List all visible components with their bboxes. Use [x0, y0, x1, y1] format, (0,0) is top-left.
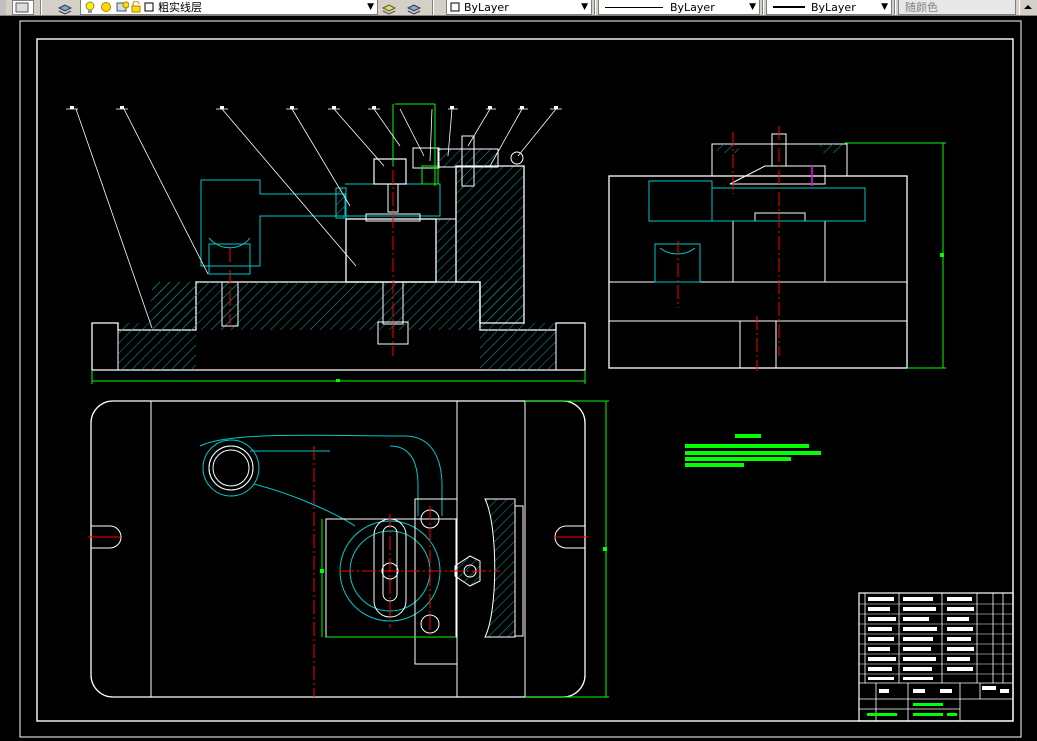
lineweight-sample	[773, 6, 805, 8]
slot-left	[91, 525, 122, 549]
sheet-inner-border	[36, 38, 1014, 722]
top-v-block-hatch	[484, 498, 516, 638]
top-screw-body	[421, 165, 439, 185]
part-leaders	[66, 108, 562, 329]
toolbar-grip[interactable]	[0, 0, 6, 15]
clamp-bar	[437, 148, 499, 168]
vertical-screw	[461, 135, 475, 187]
clamp-washer	[365, 213, 421, 222]
locator-block-hatch	[435, 218, 457, 283]
chevron-down-icon[interactable]: ▼	[581, 2, 588, 12]
viewport-freeze-icon[interactable]	[116, 1, 130, 13]
color-swatch-icon	[450, 1, 463, 13]
notes-line-1	[685, 444, 809, 448]
top-workpiece-rod	[199, 434, 443, 527]
side-block	[732, 220, 826, 283]
notes-line-2	[685, 451, 821, 455]
chevron-down-icon[interactable]: ▼	[367, 2, 374, 12]
title-block-green-marks	[867, 703, 957, 716]
top-view	[88, 400, 609, 698]
side-body	[608, 175, 908, 369]
lineweight-dropdown[interactable]: ByLayer ▼	[766, 0, 892, 15]
lock-icon[interactable]	[131, 0, 144, 13]
chevron-down-icon[interactable]: ▼	[881, 2, 888, 12]
sun-freeze-icon[interactable]	[100, 1, 113, 13]
title-block	[858, 592, 1014, 722]
plotstyle-value: 随颜色	[905, 1, 938, 14]
pivot-pin	[510, 151, 524, 165]
clamp-nut	[373, 158, 407, 185]
base-foot-left-hatch	[118, 330, 196, 370]
drawing-canvas[interactable]	[0, 16, 1037, 741]
title-block-text-marks	[868, 597, 1009, 693]
plotstyle-dropdown[interactable]: 随颜色	[898, 0, 1016, 15]
current-layer-name: 粗实线层	[158, 1, 202, 14]
drawing-svg[interactable]	[0, 16, 1037, 741]
rod-end-hatch	[335, 187, 347, 219]
technical-requirements-notes	[685, 434, 821, 467]
sheet-outer-border	[19, 20, 1022, 738]
layer-dropdown[interactable]: 粗实线层 ▼	[80, 0, 378, 15]
lineweight-value: ByLayer	[811, 1, 856, 14]
top-base-outline	[90, 400, 586, 698]
side-slot	[739, 320, 777, 369]
linetype-dropdown[interactable]: ByLayer ▼	[598, 0, 760, 15]
base-hatch-center	[153, 282, 481, 330]
locator-block	[345, 218, 437, 283]
layer-color-swatch-icon[interactable]	[144, 1, 157, 13]
color-value: ByLayer	[464, 1, 509, 14]
chevron-down-icon[interactable]: ▼	[749, 2, 756, 12]
notes-line-3	[685, 457, 791, 461]
layer-manager-icon[interactable]	[57, 1, 73, 15]
lower-nut	[377, 321, 409, 345]
top-locator-block	[325, 518, 457, 638]
linetype-sample	[605, 7, 663, 8]
layer-previous-icon[interactable]	[406, 1, 422, 15]
notes-title	[735, 434, 761, 438]
notes-line-4	[685, 463, 744, 467]
side-workpiece-hidden	[648, 180, 866, 283]
lightbulb-icon[interactable]	[85, 1, 98, 13]
layer-state-button[interactable]	[12, 0, 34, 15]
linetype-value: ByLayer	[670, 1, 715, 14]
front-view	[66, 103, 586, 384]
layers-properties-toolbar: 粗实线层 ▼ ByLayer ▼ ByLayer ▼ ByLayer ▼	[0, 0, 1037, 16]
balloon-marks	[70, 106, 558, 109]
side-view	[608, 126, 946, 371]
workpiece-rod	[200, 179, 441, 275]
scrollbar-up-button[interactable]	[1019, 0, 1037, 15]
color-dropdown[interactable]: ByLayer ▼	[446, 0, 592, 15]
make-object-layer-current-icon[interactable]	[381, 1, 397, 15]
